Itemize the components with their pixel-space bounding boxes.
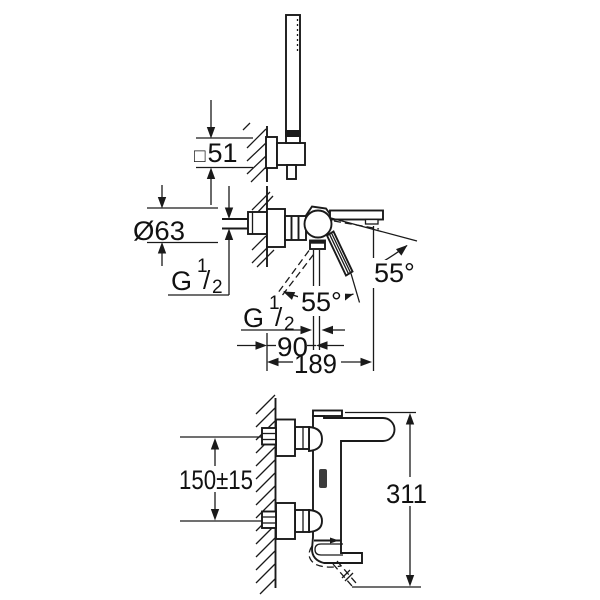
wall-hatch	[242, 122, 269, 183]
lever-handle	[325, 230, 361, 303]
wall-hatch	[255, 394, 276, 595]
wall-union-nut	[247, 211, 268, 235]
spout	[329, 209, 384, 225]
diverter-capsule	[314, 543, 343, 556]
holder-wall-plate	[265, 136, 278, 169]
dimension-189: 189	[267, 349, 372, 379]
grohe-logo	[319, 469, 327, 488]
dim-189-label: 189	[294, 349, 337, 379]
sphere-connector	[308, 425, 323, 453]
flow-arrow	[330, 537, 339, 544]
wall-flange	[266, 208, 286, 248]
dim-supply-thread-label: G 1 / 2	[171, 248, 223, 298]
diverter-alt-position	[308, 545, 342, 568]
faucet-side-view: 150±15 311	[179, 394, 427, 595]
faucet-body-tube	[284, 215, 307, 241]
hand-shower-view: □51	[194, 14, 306, 205]
dimension-90: 90	[237, 332, 344, 362]
dimension-outlet-thread: G 1 / 2	[241, 285, 345, 335]
body-outline	[311, 415, 396, 564]
dimension-150: 150±15	[179, 438, 253, 521]
wall-pipe-stub	[261, 510, 277, 529]
dim-311-label: 311	[386, 479, 427, 509]
shower-outlet-port	[309, 239, 326, 250]
wall-pipe-stub	[261, 427, 277, 446]
holder-pin	[286, 164, 297, 180]
dimension-dia63: Ø63	[133, 185, 218, 266]
union-nut	[294, 426, 310, 450]
faucet-top-view: 55° 55° G 1 / 2 G 1 / 2	[133, 185, 418, 379]
lever-cap	[312, 409, 343, 417]
cartridge-circle	[303, 209, 333, 239]
shower-grip-band	[285, 130, 301, 137]
dimension-supply-thread: G 1 / 2	[168, 186, 234, 298]
sphere-connector	[308, 508, 323, 534]
dim-150-label: 150±15	[179, 465, 253, 495]
dim-outlet-thread-label: G 1 / 2	[243, 285, 295, 335]
wall-hatch	[251, 191, 275, 268]
dimension-311: 311	[345, 411, 427, 588]
supply-pipe	[222, 211, 268, 235]
hand-shower-stick	[285, 14, 301, 144]
dim-square51-label: □51	[194, 138, 238, 168]
bottom-union	[261, 502, 323, 540]
faucet-body	[308, 409, 396, 587]
union-nut	[294, 509, 310, 533]
aerator	[364, 218, 379, 225]
dimension-square-51: □51	[194, 100, 253, 205]
dim-lever-angle-label: 55°	[301, 287, 342, 317]
escutcheon	[275, 502, 296, 540]
shower-holder	[276, 142, 306, 166]
dim-dia63-label: Ø63	[133, 216, 185, 246]
top-union	[261, 418, 323, 457]
dim-90-label: 90	[277, 332, 308, 362]
escutcheon	[275, 418, 296, 457]
dim-spout-angle-label: 55°	[374, 258, 415, 288]
